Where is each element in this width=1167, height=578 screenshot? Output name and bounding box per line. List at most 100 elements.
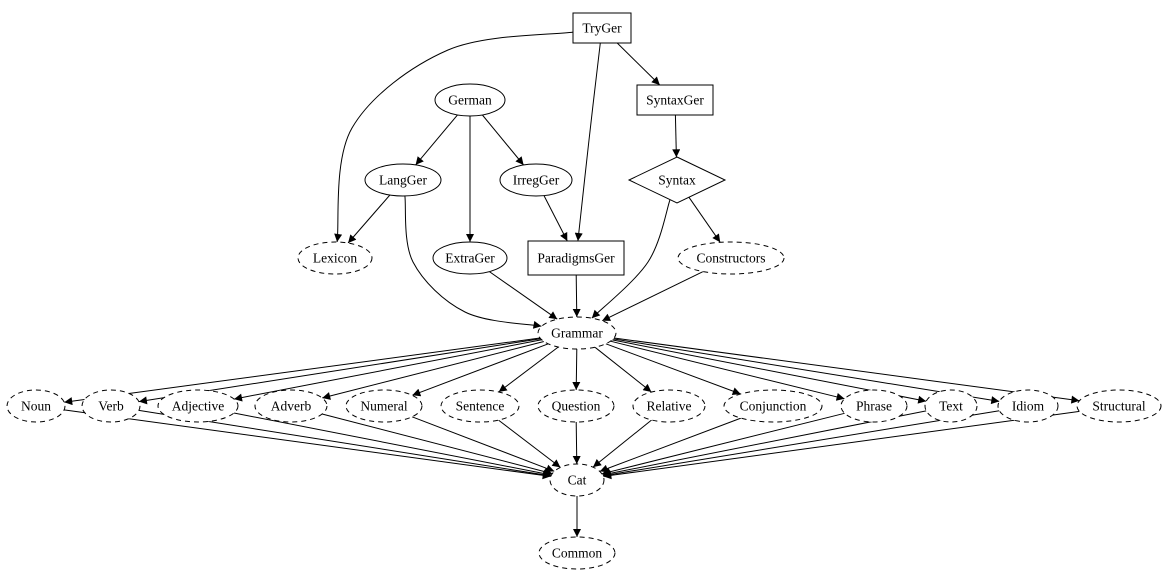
node-label-structural: Structural [1092,398,1145,413]
edge-grammar-noun [64,337,541,406]
edge-grammar-structural [614,337,1080,404]
edge-syntax-constructors [688,197,721,243]
node-syntaxger: SyntaxGer [636,84,714,116]
node-label-numeral: Numeral [360,398,407,413]
noun-ellipse-shape [6,389,66,423]
relative-ellipse-shape [632,389,706,423]
node-constructors: Constructors [677,241,785,275]
edge-grammar-adverb [322,341,545,400]
text-ellipse-shape [924,389,978,423]
edge-tryger-paradigmsger [574,42,601,242]
question-ellipse-shape [537,389,615,423]
verb-ellipse-shape [81,389,141,423]
edge-noun-cat [64,409,551,480]
node-grammar: Grammar [537,316,617,350]
conjunction-ellipse-shape [723,389,823,423]
langger-ellipse-shape [364,163,442,197]
edge-constructors-grammar [601,271,704,322]
edge-tryger-lexicon [334,31,574,243]
edge-adjective-cat [233,412,552,478]
node-verb: Verb [81,389,141,423]
node-label-phrase: Phrase [856,398,892,413]
structural-ellipse-shape [1076,389,1162,423]
numeral-ellipse-shape [345,389,423,423]
node-numeral: Numeral [345,389,423,423]
edge-german-irregger [482,114,524,166]
edge-question-cat [572,421,581,465]
syntax-diamond-shape [627,156,727,204]
paradigmsger-box-shape [527,240,625,276]
node-tryger: TryGer [572,12,632,44]
edge-langger-lexicon [347,194,391,244]
adjective-ellipse-shape [157,389,239,423]
edge-structural-cat [603,410,1080,480]
node-label-german: German [448,92,492,107]
node-label-sentence: Sentence [456,398,505,413]
edge-irregger-paradigmsger [543,195,568,242]
edge-idiom-cat [602,410,1000,479]
edge-paradigmsger-grammar [572,274,581,318]
irregger-ellipse-shape [499,163,573,197]
edge-extrager-grammar [489,271,558,320]
node-adverb: Adverb [254,389,328,423]
edge-grammar-idiom [613,338,1000,405]
node-label-cat: Cat [568,472,587,487]
edge-adverb-cat [321,413,553,476]
node-question: Question [537,389,615,423]
node-label-adverb: Adverb [271,398,312,413]
node-label-idiom: Idiom [1012,398,1045,413]
node-cat: Cat [549,463,605,497]
edge-numeral-cat [411,416,555,473]
node-conjunction: Conjunction [723,389,823,423]
edge-grammar-numeral [412,343,549,397]
node-lexicon: Lexicon [297,241,373,275]
syntaxger-box-shape [636,84,714,116]
node-label-irregger: IrregGer [513,172,560,187]
node-label-text: Text [939,398,963,413]
edge-grammar-question [572,348,581,391]
edge-grammar-adjective [233,339,542,402]
node-phrase: Phrase [840,389,908,423]
edge-syntaxger-syntax [672,114,681,158]
node-sentence: Sentence [440,389,520,423]
cat-ellipse-shape [549,463,605,497]
node-label-langger: LangGer [379,172,427,187]
node-label-tryger: TryGer [582,20,622,35]
node-label-verb: Verb [98,398,124,413]
node-irregger: IrregGer [499,163,573,197]
edge-relative-cat [592,419,652,468]
node-label-common: Common [552,545,603,560]
node-label-syntaxger: SyntaxGer [646,92,704,107]
edge-langger-grammar [404,195,542,329]
edge-phrase-cat [601,412,845,476]
node-german: German [434,83,506,117]
edge-tryger-syntaxger [616,42,661,86]
german-ellipse-shape [434,83,506,117]
node-label-conjunction: Conjunction [740,398,807,413]
edge-grammar-conjunction [605,343,741,395]
grammar-ellipse-shape [537,316,617,350]
extrager-ellipse-shape [432,241,508,275]
node-label-grammar: Grammar [551,325,603,340]
edge-german-langger [415,114,458,166]
constructors-ellipse-shape [677,241,785,275]
node-common: Common [538,536,616,570]
node-label-extrager: ExtraGer [445,250,495,265]
node-label-syntax: Syntax [658,172,696,187]
phrase-ellipse-shape [840,389,908,423]
adverb-ellipse-shape [254,389,328,423]
node-label-noun: Noun [21,398,51,413]
node-label-question: Question [552,398,601,413]
node-langger: LangGer [364,163,442,197]
edge-sentence-cat [498,419,561,468]
node-idiom: Idiom [997,389,1059,423]
edges-layer [64,31,1080,537]
node-structural: Structural [1076,389,1162,423]
edge-conjunction-cat [599,417,742,473]
node-extrager: ExtraGer [432,241,508,275]
node-label-adjective: Adjective [172,398,224,413]
common-ellipse-shape [538,536,616,570]
